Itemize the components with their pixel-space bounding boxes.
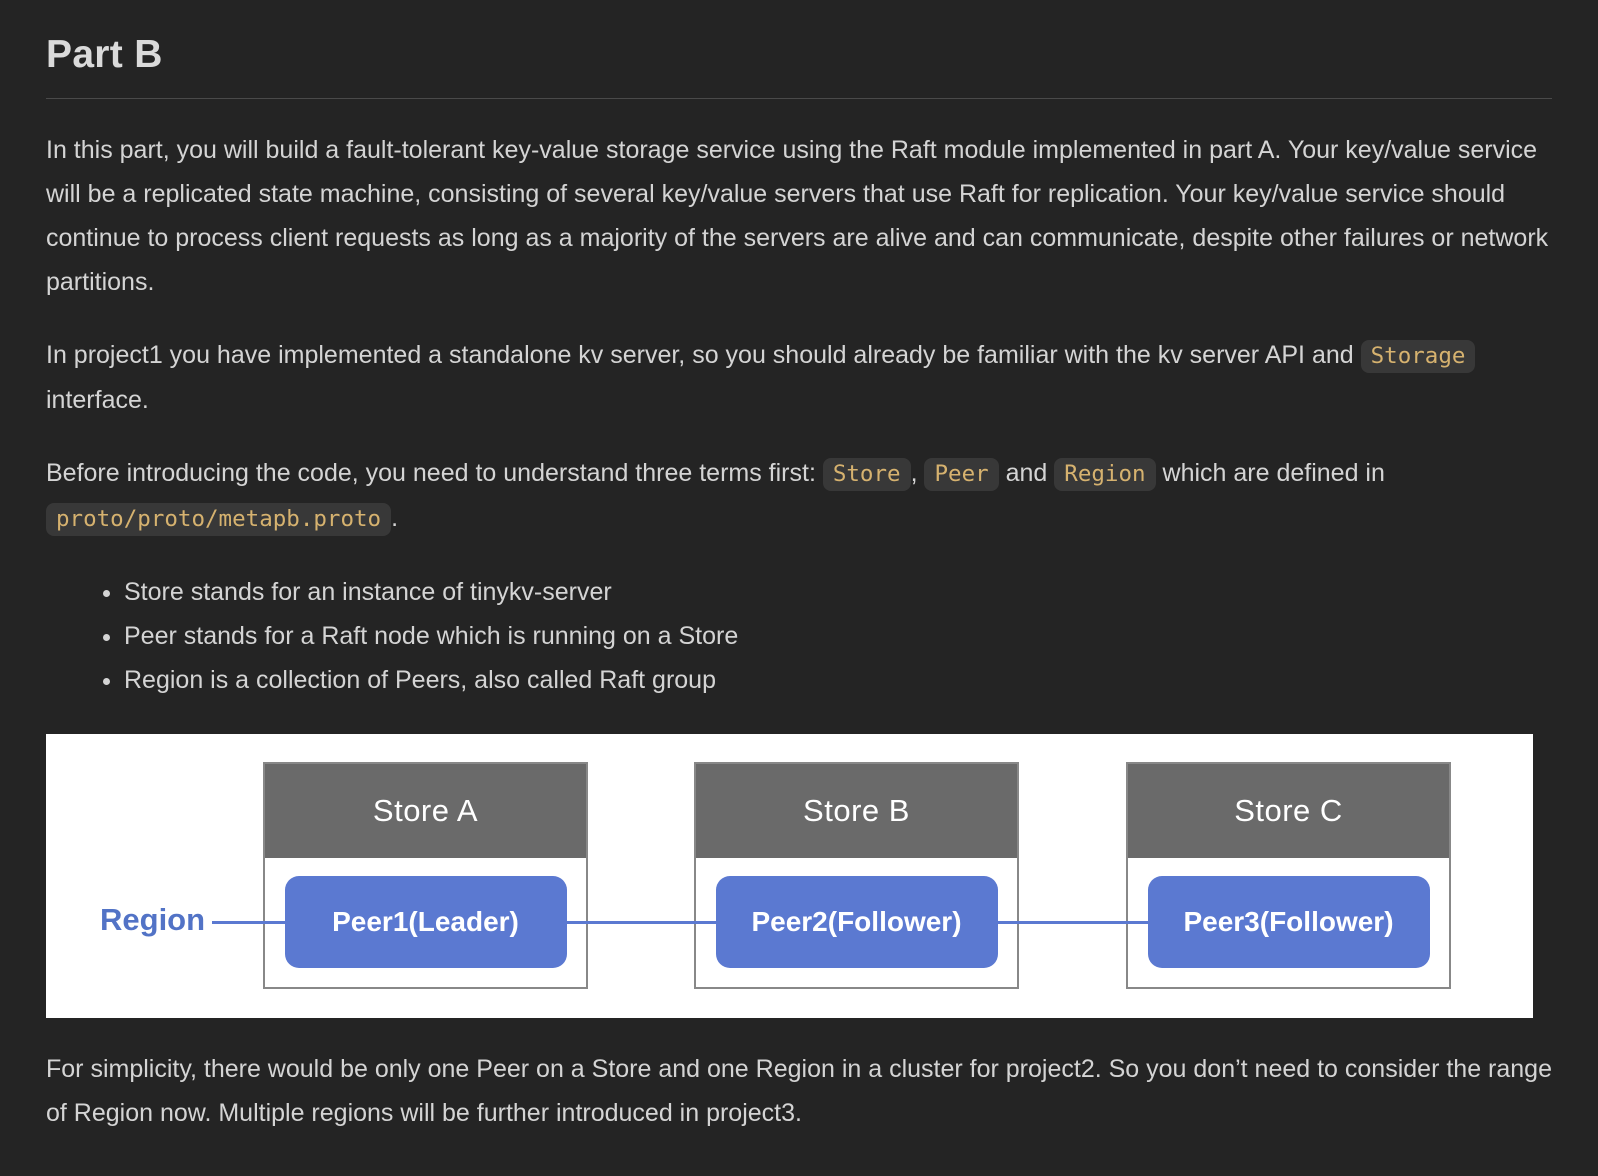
- store-a-header: Store A: [265, 764, 586, 858]
- store-c-box: Store C Peer3(Follower): [1126, 762, 1451, 989]
- term-list: Store stands for an instance of tinykv-s…: [46, 570, 1552, 702]
- peer3-follower-box: Peer3(Follower): [1147, 876, 1430, 968]
- peer1-leader-box: Peer1(Leader): [284, 876, 567, 968]
- store-b-header: Store B: [696, 764, 1017, 858]
- terms-text-2: which are defined in: [1155, 459, 1385, 487]
- terms-sep-1: ,: [910, 459, 925, 487]
- inline-code-storage: Storage: [1360, 340, 1476, 373]
- terms-sep-2: and: [998, 459, 1055, 487]
- project1-text-2: interface.: [46, 386, 149, 414]
- list-item-region: Region is a collection of Peers, also ca…: [124, 658, 1552, 702]
- project1-text-1: In project1 you have implemented a stand…: [46, 341, 1361, 369]
- terms-paragraph: Before introducing the code, you need to…: [46, 451, 1552, 541]
- inline-code-peer: Peer: [924, 458, 999, 491]
- peer2-follower-box: Peer2(Follower): [715, 876, 998, 968]
- inline-code-metapb-proto: proto/proto/metapb.proto: [46, 503, 392, 536]
- store-a-box: Store A Peer1(Leader): [263, 762, 588, 989]
- summary-text: For simplicity, there would be only one …: [46, 1055, 1552, 1127]
- list-item-peer: Peer stands for a Raft node which is run…: [124, 614, 1552, 658]
- intro-text: In this part, you will build a fault-tol…: [46, 136, 1549, 296]
- store-b-box: Store B Peer2(Follower): [694, 762, 1019, 989]
- store-c-header: Store C: [1128, 764, 1449, 858]
- list-item-store: Store stands for an instance of tinykv-s…: [124, 570, 1552, 614]
- region-connector-line: [212, 921, 1158, 924]
- cluster-diagram: Store A Peer1(Leader) Store B Peer2(Foll…: [46, 734, 1533, 1018]
- inline-code-store: Store: [822, 458, 911, 491]
- terms-text-1: Before introducing the code, you need to…: [46, 459, 823, 487]
- terms-text-3: .: [391, 504, 399, 532]
- title-divider: [46, 98, 1552, 99]
- project1-paragraph: In project1 you have implemented a stand…: [46, 333, 1552, 422]
- intro-paragraph: In this part, you will build a fault-tol…: [46, 128, 1552, 304]
- summary-paragraph: For simplicity, there would be only one …: [46, 1047, 1552, 1135]
- page-title: Part B: [46, 33, 163, 76]
- inline-code-region: Region: [1054, 458, 1156, 491]
- region-label: Region: [100, 902, 206, 937]
